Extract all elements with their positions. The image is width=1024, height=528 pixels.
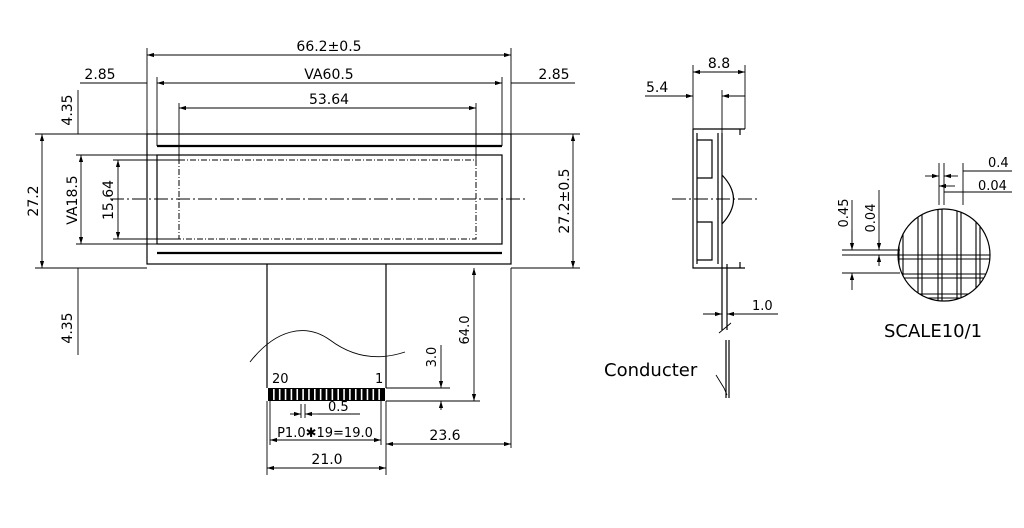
dim-side-thickness: 8.8 bbox=[708, 56, 730, 72]
scale-label: SCALE10/1 bbox=[884, 321, 982, 342]
pin-1-label: 1 bbox=[375, 372, 383, 387]
dim-overall-width: 66.2±0.5 bbox=[296, 39, 361, 55]
dim-detail-0-45: 0.45 bbox=[837, 199, 852, 228]
active-area bbox=[178, 159, 477, 240]
dim-tail-right-offset: 23.6 bbox=[429, 428, 460, 444]
side-profile bbox=[692, 128, 745, 269]
conductor-label: Conducter bbox=[604, 360, 698, 381]
dim-detail-0-04-side: 0.04 bbox=[864, 204, 879, 233]
dim-top-offset: 4.35 bbox=[60, 94, 76, 125]
front-view: 66.2±0.5 VA60.5 53.64 2.85 2.85 4.35 27.… bbox=[26, 39, 580, 475]
dim-pitch: P1.0✱19=19.0 bbox=[277, 426, 373, 441]
dim-cable-length: 64.0 bbox=[458, 316, 473, 345]
dim-bottom-offset: 4.35 bbox=[60, 312, 76, 343]
cable-break bbox=[249, 330, 406, 363]
dim-overall-height: 27.2 bbox=[26, 185, 42, 216]
dim-view-area-height: VA18.5 bbox=[65, 175, 81, 224]
side-view: 8.8 5.4 1.0 Conducter bbox=[604, 56, 778, 398]
view-area bbox=[156, 154, 503, 245]
dim-view-area-width: VA60.5 bbox=[304, 67, 353, 83]
dim-tail-width: 21.0 bbox=[311, 452, 342, 468]
dim-overall-height-tol: 27.2±0.5 bbox=[557, 168, 573, 233]
pin-gaps bbox=[273, 389, 380, 400]
dim-pin-width: 0.5 bbox=[328, 400, 349, 415]
dim-active-area-width: 53.64 bbox=[309, 92, 349, 108]
pin-20-label: 20 bbox=[272, 372, 289, 387]
dim-detail-0-04-top: 0.04 bbox=[978, 179, 1007, 194]
dim-detail-0-4: 0.4 bbox=[988, 156, 1009, 171]
dim-left-margin: 2.85 bbox=[84, 67, 115, 83]
dim-right-margin: 2.85 bbox=[538, 67, 569, 83]
dim-side-offset: 5.4 bbox=[646, 80, 668, 96]
dim-tail-offset: 3.0 bbox=[425, 347, 440, 368]
dim-conductor-thickness: 1.0 bbox=[752, 299, 773, 314]
detail-view: 0.4 0.04 0.45 0.04 SCALE10/1 bbox=[837, 156, 1012, 342]
dim-active-area-height: 15.64 bbox=[101, 180, 117, 220]
